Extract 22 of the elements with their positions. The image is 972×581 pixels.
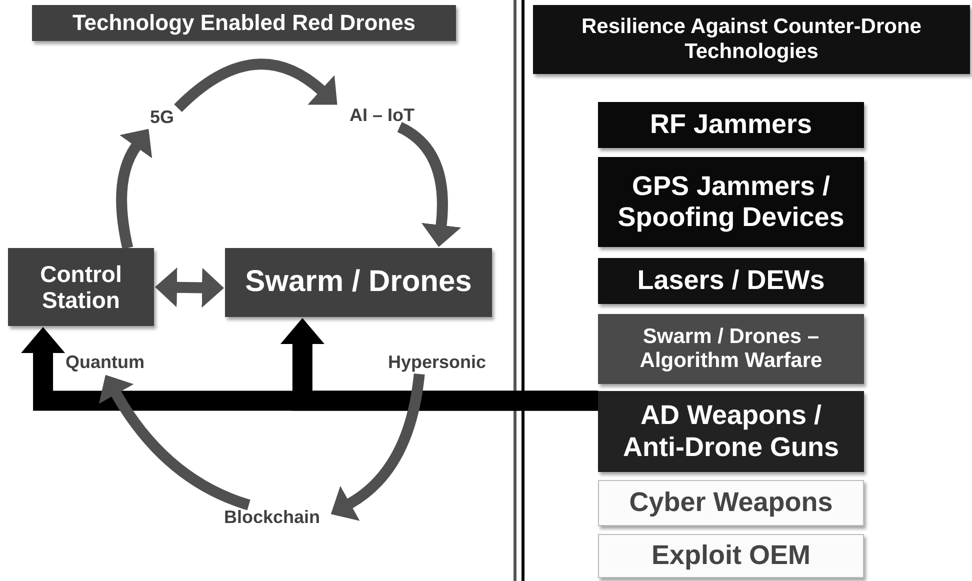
countermeasure-box: RF Jammers xyxy=(598,102,864,148)
countermeasure-box: GPS Jammers / Spoofing Devices xyxy=(598,157,864,247)
drone-box: Swarm / Drones xyxy=(225,248,492,317)
heading-banner: Technology Enabled Red Drones xyxy=(32,5,456,41)
arrow xyxy=(397,122,462,248)
arrow xyxy=(99,375,251,510)
arrow xyxy=(155,267,224,308)
text-label: Quantum xyxy=(55,350,155,374)
arrow xyxy=(174,58,338,112)
countermeasure-box: AD Weapons / Anti-Drone Guns xyxy=(598,391,864,472)
text-label: Blockchain xyxy=(214,505,330,529)
arrow xyxy=(280,318,598,411)
text-label: AI – IoT xyxy=(338,103,426,127)
station-box: Control Station xyxy=(8,248,154,326)
countermeasure-box: Swarm / Drones – Algorithm Warfare xyxy=(598,314,864,384)
heading-banner: Resilience Against Counter-Drone Technologies xyxy=(533,5,970,74)
arrow xyxy=(116,128,153,250)
countermeasure-box: Exploit OEM xyxy=(598,534,864,578)
text-label: 5G xyxy=(146,106,178,128)
countermeasure-box: Cyber Weapons xyxy=(598,480,864,526)
text-label: Hypersonic xyxy=(378,350,496,374)
countermeasure-box: Lasers / DEWs xyxy=(598,258,864,304)
